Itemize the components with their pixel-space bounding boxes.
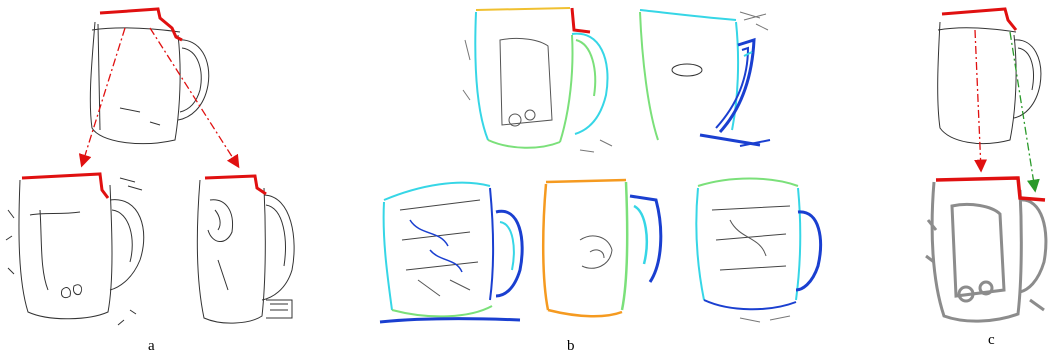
panel-b-mug-3 xyxy=(380,183,522,322)
panel-c-arrow-green xyxy=(1010,32,1035,190)
panel-b-mug-1 xyxy=(463,8,612,152)
panel-label-a: a xyxy=(148,338,155,355)
panel-a-arrow-left xyxy=(82,28,125,165)
panel-label-b: b xyxy=(567,338,575,355)
panel-b xyxy=(380,8,821,322)
panel-a-result-1 xyxy=(6,178,144,325)
panel-label-c: c xyxy=(988,332,995,349)
panel-b-mug-2 xyxy=(640,10,770,146)
panel-a-query-highlight xyxy=(100,9,182,40)
panel-c-arrow-red xyxy=(975,30,981,170)
panel-a-result-2-highlight xyxy=(205,176,266,194)
panel-a-result-2 xyxy=(197,180,294,323)
panel-c xyxy=(926,9,1046,321)
panel-b-mug-4 xyxy=(543,180,661,316)
panel-a xyxy=(6,9,294,325)
panel-a-query-sketch xyxy=(90,22,208,144)
panel-a-result-1-highlight xyxy=(22,174,108,198)
panel-b-mug-1-highlight xyxy=(572,8,590,32)
panel-b-mug-5 xyxy=(696,179,820,323)
panel-a-arrow-right xyxy=(150,28,238,166)
panel-c-query-highlight xyxy=(942,9,1016,30)
panel-c-match-shape xyxy=(926,182,1046,321)
panel-c-match-highlight xyxy=(936,178,1045,200)
panel-c-query-sketch xyxy=(938,22,1041,144)
